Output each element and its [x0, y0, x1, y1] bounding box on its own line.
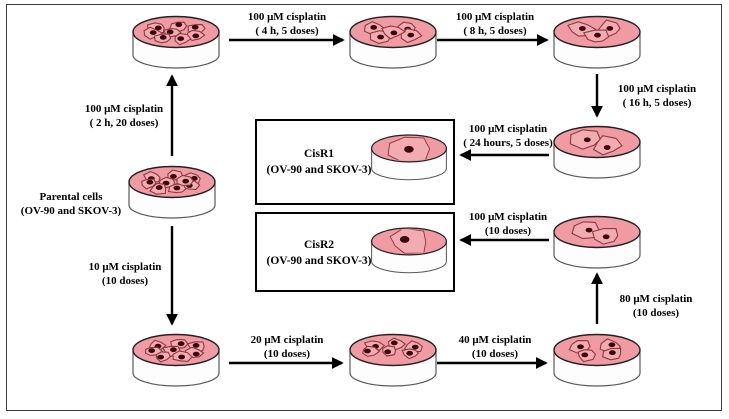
cisr1-box-label: CisR1 (OV-90 and SKOV-3) [266, 148, 372, 176]
label-cisplatin-2h: 100 μM cisplatin ( 2 h, 20 doses) [84, 103, 164, 130]
dish-bottom-right [551, 330, 643, 392]
dish-top-mid [347, 12, 439, 74]
dish-top-left [130, 12, 222, 74]
label-parental-cells: Parental cells (OV-90 and SKOV-3) [20, 191, 122, 218]
dish-parental [126, 162, 218, 224]
label-cisplatin-40um: 40 μM cisplatin (10 doses) [458, 334, 532, 361]
dish-top-right [551, 12, 643, 74]
dish-bottom-left [130, 330, 222, 392]
cisr2-box-label: CisR2 (OV-90 and SKOV-3) [266, 239, 372, 267]
label-cisplatin-8h: 100 μM cisplatin ( 8 h, 5 doses) [455, 11, 535, 38]
dish-right-middle-2 [551, 212, 643, 274]
label-cisplatin-16h: 100 μM cisplatin ( 16 h, 5 doses) [617, 83, 697, 110]
label-cisplatin-4h: 100 μM cisplatin ( 4 h, 5 doses) [247, 11, 327, 38]
label-cisplatin-10um: 10 μM cisplatin (10 doses) [88, 261, 162, 288]
label-cisplatin-80um: 80 μM cisplatin (10 doses) [619, 293, 693, 320]
label-cisplatin-20um: 20 μM cisplatin (10 doses) [250, 334, 324, 361]
dish-cisr1 [369, 131, 449, 185]
dish-bottom-mid [347, 330, 439, 392]
cisr2-box: CisR2 (OV-90 and SKOV-3) [255, 212, 455, 292]
label-cisplatin-100um-10: 100 μM cisplatin (10 doses) [468, 211, 548, 238]
label-cisplatin-24h: 100 μM cisplatin ( 24 hours, 5 doses) [463, 123, 553, 150]
cisr1-box: CisR1 (OV-90 and SKOV-3) [255, 119, 455, 205]
dish-right-middle-1 [551, 122, 643, 184]
dish-cisr2 [369, 224, 449, 278]
